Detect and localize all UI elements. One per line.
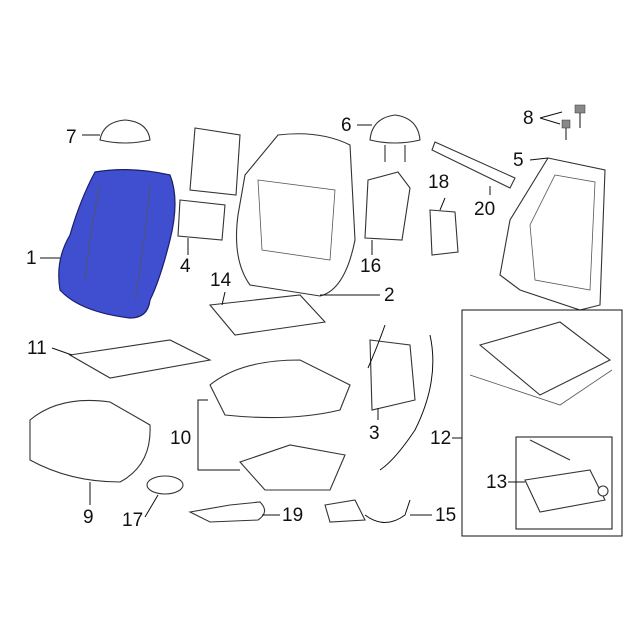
callout-12: 12 [430,428,452,449]
callout-11: 11 [27,338,47,359]
callout-2: 2 [384,285,395,306]
part-13-motor[interactable] [524,439,606,513]
part-9-seat-cushion-cover[interactable] [29,399,151,483]
part-15-cable[interactable] [324,499,366,523]
part-4-back-panel[interactable] [177,127,241,241]
callout-16: 16 [360,256,382,277]
callout-5: 5 [513,150,524,171]
part-17-grommet[interactable] [146,475,184,495]
part-14-heater-pad[interactable] [208,294,327,336]
callout-19: 19 [282,505,304,526]
callout-9: 9 [83,507,94,528]
callout-4: 4 [180,256,191,277]
part-20-trim-strip[interactable] [431,141,516,189]
callout-8: 8 [523,108,534,129]
callout-7: 7 [66,127,77,148]
part-12-seat-track[interactable] [478,321,612,396]
part-19-harness[interactable] [188,501,266,523]
callout-17: 17 [122,510,144,531]
part-13-box [515,436,613,530]
part-7-headrest-cover[interactable] [99,119,151,144]
callout-6: 6 [341,115,352,136]
leader-lines [40,111,563,518]
part-10-pan[interactable] [239,444,346,491]
callout-15: 15 [435,505,457,526]
part-10-seat-cushion-pad[interactable] [209,359,351,419]
part-8-bolts[interactable] [561,104,586,140]
part-3-lumbar-support[interactable] [369,339,416,411]
part-5-seatback-frame[interactable] [499,157,606,311]
callout-3: 3 [369,423,380,444]
callout-14: 14 [210,270,232,291]
part-2-seatback-frame[interactable] [235,133,356,297]
callout-1: 1 [26,248,37,269]
callout-13: 13 [486,472,508,493]
part-12-box [461,309,623,537]
part-16-lumbar-panel[interactable] [364,171,411,241]
callout-10: 10 [170,428,192,449]
part-11-seat-heater-mat[interactable] [68,339,212,379]
part-18-module[interactable] [429,209,459,256]
part-1-seatback-cover[interactable] [58,169,176,319]
part-6-headrest[interactable] [369,114,421,162]
callout-20: 20 [474,199,496,220]
callout-18: 18 [428,172,450,193]
